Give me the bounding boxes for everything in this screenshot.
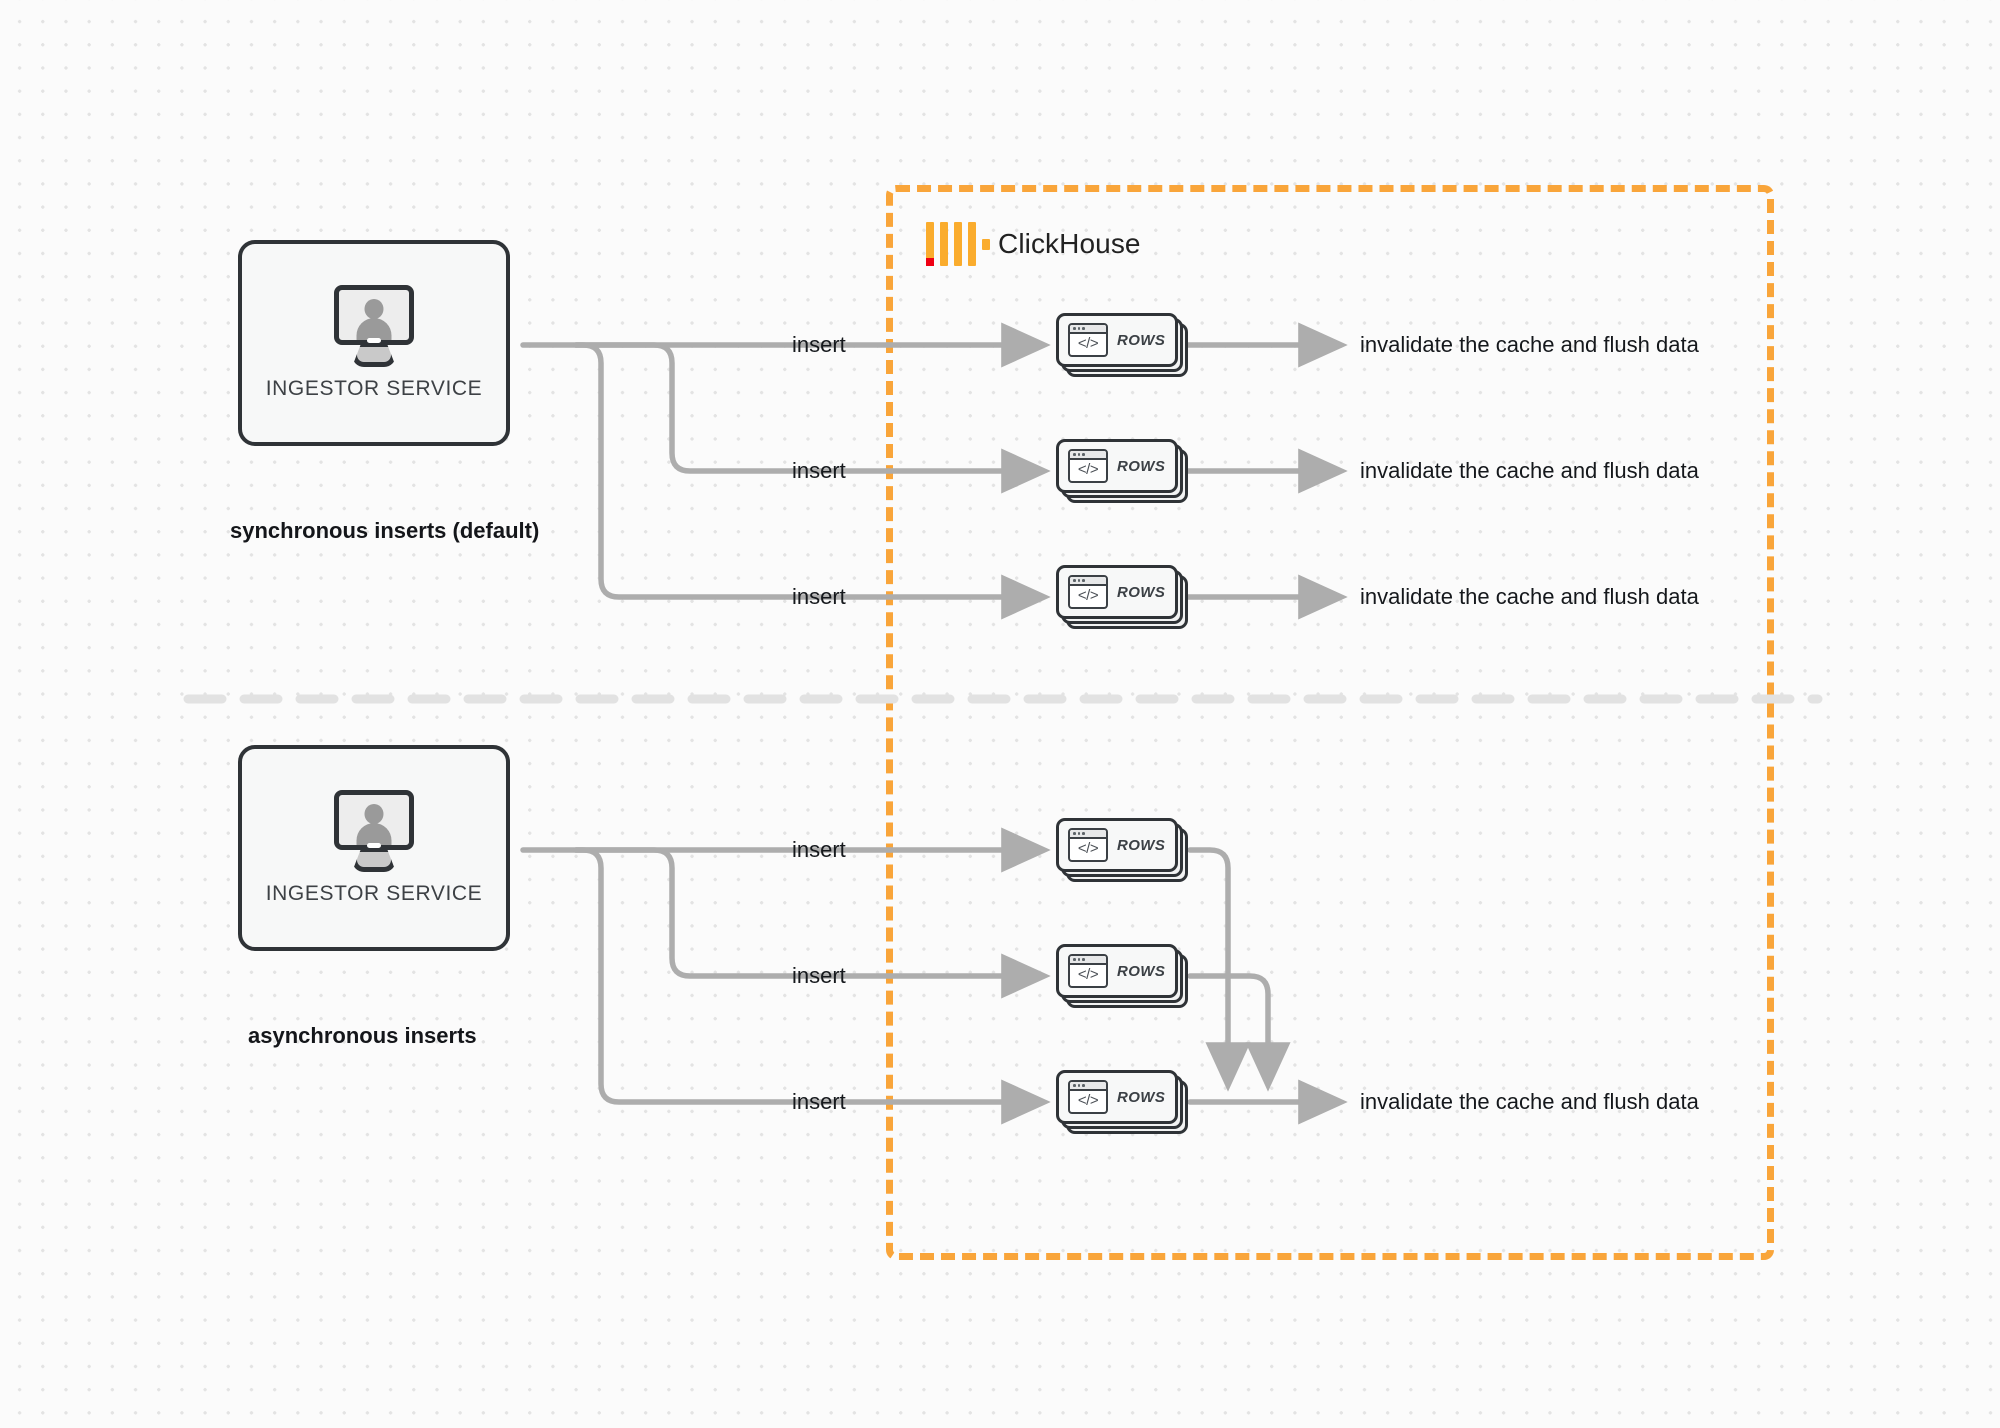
rows-card-async-2[interactable]: </> ROWS [1056,944,1188,1008]
clickhouse-label: ClickHouse [998,228,1141,259]
rows-card-async-1[interactable]: </> ROWS [1056,818,1188,882]
code-window-icon: </> [1068,575,1108,609]
insert-label-sync-3: insert [792,584,846,609]
monitor-user-icon [328,285,420,369]
result-label-sync-1: invalidate the cache and flush data [1360,332,1699,357]
code-window-icon: </> [1068,323,1108,357]
rows-card-sync-3[interactable]: </> ROWS [1056,565,1188,629]
rows-card-label: ROWS [1117,1088,1166,1106]
code-window-icon: </> [1068,449,1108,483]
clickhouse-boundary-region [886,185,1774,1260]
rows-card-label: ROWS [1117,583,1166,601]
rows-card-label: ROWS [1117,457,1166,475]
code-window-icon: </> [1068,828,1108,862]
insert-label-async-2: insert [792,963,846,988]
insert-label-sync-1: insert [792,332,846,357]
rows-card-label: ROWS [1117,836,1166,854]
code-window-icon: </> [1068,1080,1108,1114]
clickhouse-brand: ClickHouse [926,222,1141,266]
insert-label-async-1: insert [792,837,846,862]
clickhouse-logo-icon [926,222,990,266]
ingestor-service-box-sync[interactable]: INGESTOR SERVICE [238,240,510,446]
section-caption-asynchronous: asynchronous inserts [248,1023,477,1048]
result-label-async-merged: invalidate the cache and flush data [1360,1089,1699,1114]
code-window-icon: </> [1068,954,1108,988]
ingestor-service-box-async[interactable]: INGESTOR SERVICE [238,745,510,951]
rows-card-sync-2[interactable]: </> ROWS [1056,439,1188,503]
section-caption-synchronous: synchronous inserts (default) [230,518,540,543]
rows-card-sync-1[interactable]: </> ROWS [1056,313,1188,377]
rows-card-async-3[interactable]: </> ROWS [1056,1070,1188,1134]
result-label-sync-2: invalidate the cache and flush data [1360,458,1699,483]
insert-label-async-3: insert [792,1089,846,1114]
insert-label-sync-2: insert [792,458,846,483]
rows-card-label: ROWS [1117,331,1166,349]
monitor-user-icon [328,790,420,874]
rows-card-label: ROWS [1117,962,1166,980]
ingestor-service-label: INGESTOR SERVICE [265,377,483,400]
result-label-sync-3: invalidate the cache and flush data [1360,584,1699,609]
ingestor-service-label: INGESTOR SERVICE [265,882,483,905]
